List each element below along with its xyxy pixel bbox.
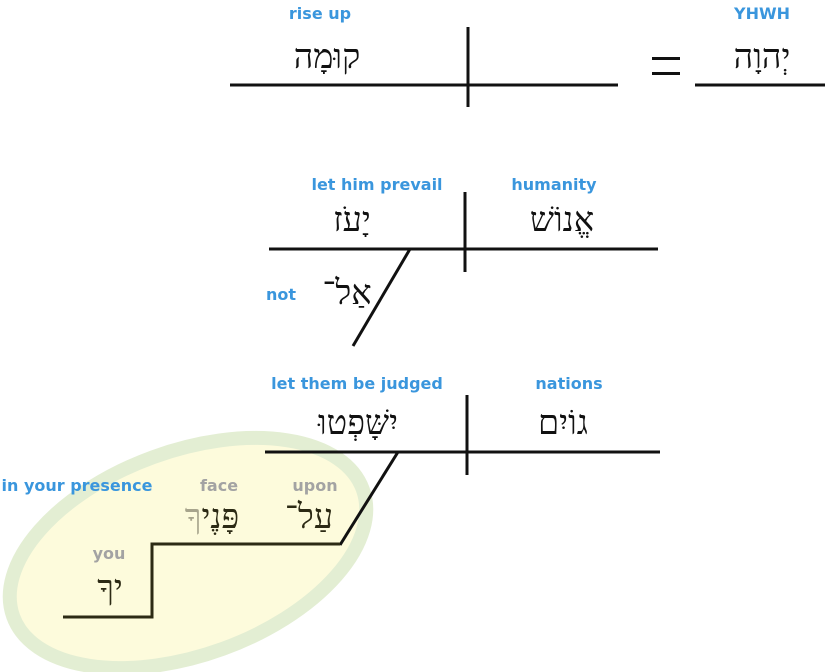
clause1-verb-hebrew: קוּמָה: [293, 37, 361, 77]
possessor-hebrew: יךָ: [97, 568, 123, 608]
clause2-verb-gloss: let him prevail: [311, 175, 443, 194]
prep-phrase-gloss: in your presence: [1, 476, 153, 495]
clause3-verb-hebrew: יִשָּׁפְטוּ: [317, 403, 399, 443]
clause3-subject-gloss: nations: [535, 374, 603, 393]
clause1-verb-gloss: rise up: [288, 4, 352, 23]
object-hebrew-suffix: ךָ: [184, 497, 202, 537]
clause2-subject-gloss: humanity: [511, 175, 597, 194]
object-hebrew-stem: פָּנֶי: [201, 497, 240, 537]
clause2-modifier-hebrew: אַל־: [322, 273, 372, 313]
clause1-vocative-hebrew: יְהוָה: [733, 37, 791, 77]
preposition-gloss: upon: [292, 476, 338, 495]
clause1-lines: [230, 27, 825, 107]
highlight-ellipse: [2, 430, 374, 672]
clause3-subject-hebrew: גוֹיִם: [537, 403, 589, 443]
preposition-hebrew: עַל־: [284, 497, 334, 537]
object-hebrew: פָּנֶיךָ: [185, 500, 240, 534]
possessor-gloss: you: [92, 544, 126, 563]
clause3-lines: [63, 395, 660, 619]
equals-sign: [652, 55, 680, 77]
clause2-subject-hebrew: אֱנוֹשׁ: [529, 200, 595, 240]
object-gloss: face: [199, 476, 239, 495]
clause3-verb-gloss: let them be judged: [271, 374, 443, 393]
clause2-verb-hebrew: יָעֹז: [333, 200, 371, 240]
clause2-lines: [269, 192, 658, 347]
clause1-vocative-gloss: YHWH: [733, 4, 791, 23]
clause2-modifier-gloss: not: [265, 285, 297, 304]
